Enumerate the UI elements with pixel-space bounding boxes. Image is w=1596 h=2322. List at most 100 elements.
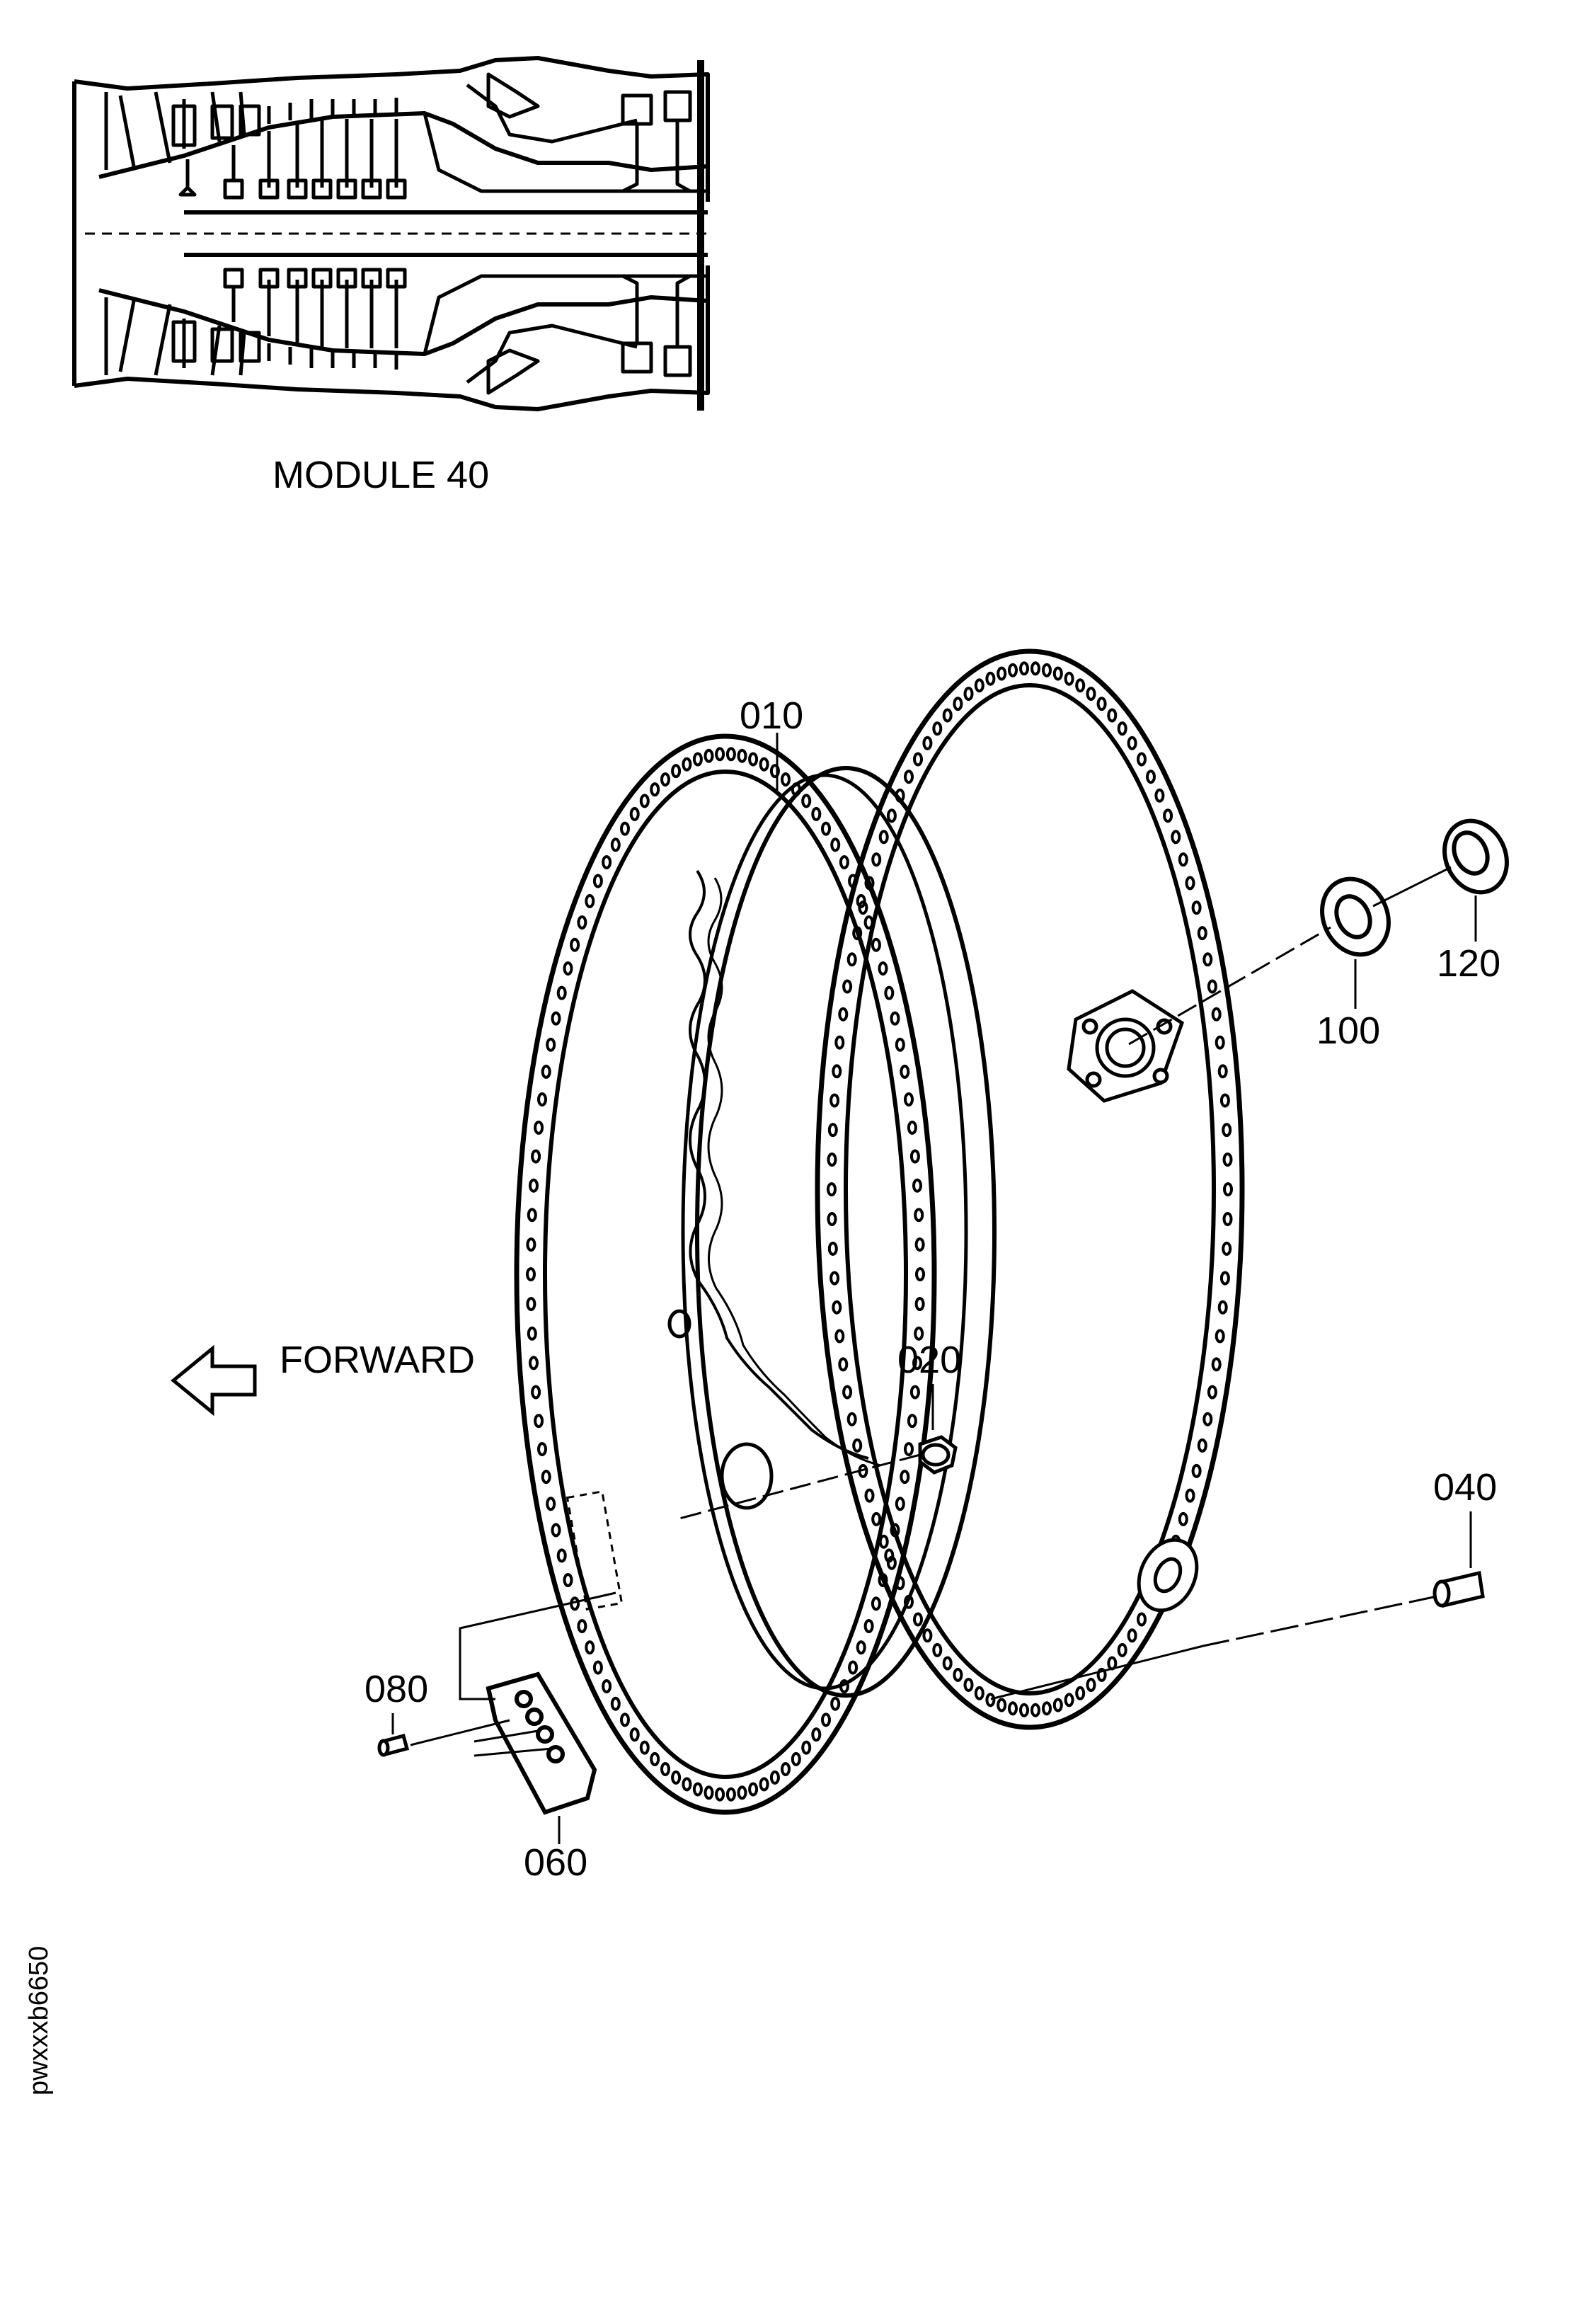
bolt-hole xyxy=(1075,1686,1086,1700)
bolt-hole xyxy=(639,1740,650,1755)
bolt-hole xyxy=(759,757,769,772)
bolt-hole xyxy=(526,1297,536,1311)
bolt-hole xyxy=(769,764,780,779)
bolt-hole xyxy=(1202,952,1213,967)
bolt-hole xyxy=(846,1412,857,1426)
bolt-hole xyxy=(692,752,703,767)
bolt-hole xyxy=(915,1267,925,1281)
bolt-hole xyxy=(830,837,841,852)
bolt-hole xyxy=(1222,1241,1232,1256)
bolt-hole xyxy=(1137,752,1147,767)
bolt-hole xyxy=(769,1770,780,1785)
bolt-hole xyxy=(852,926,863,941)
case-boss-fitting xyxy=(1067,989,1185,1103)
bolt-hole xyxy=(546,1037,556,1052)
bolt-hole xyxy=(1107,708,1118,723)
bolt-hole xyxy=(791,782,801,797)
bolt-hole xyxy=(1211,1007,1222,1022)
bolt-hole xyxy=(650,782,660,797)
bolt-hole xyxy=(1223,1182,1233,1196)
bolt-hole xyxy=(531,1149,541,1164)
bolt-hole xyxy=(1086,1678,1096,1692)
bolt-hole xyxy=(878,1573,888,1587)
bolt-hole xyxy=(838,1357,849,1372)
bolt-hole xyxy=(864,1488,875,1503)
bolt-hole xyxy=(529,1178,539,1193)
bolt-hole xyxy=(660,1762,670,1776)
bolt-hole xyxy=(781,1762,791,1776)
bolt-hole xyxy=(1154,788,1165,803)
bolt-hole xyxy=(671,1770,682,1785)
bolt-hole xyxy=(871,852,882,867)
bolt-hole xyxy=(585,893,595,908)
callout-080: 080 xyxy=(364,1668,429,1710)
bolt-hole xyxy=(1185,1488,1195,1503)
bolt-hole xyxy=(692,1782,703,1797)
bolt-hole xyxy=(878,1534,889,1549)
bolt-hole xyxy=(985,1693,996,1708)
bolt-hole xyxy=(953,697,963,711)
bolt-hole xyxy=(942,708,953,723)
bolt-hole xyxy=(907,1120,917,1135)
bolt-hole xyxy=(863,915,874,930)
bolt-hole xyxy=(900,1064,910,1079)
bolt-hole xyxy=(914,1326,924,1341)
bolt-hole xyxy=(895,1037,905,1052)
bolt-hole xyxy=(974,1686,984,1700)
bolt-hole xyxy=(585,1640,595,1655)
bolt-hole xyxy=(834,1329,845,1344)
bolt-hole xyxy=(801,794,812,808)
callout-020: 020 xyxy=(897,1339,962,1381)
bolt-hole xyxy=(895,788,905,803)
bolt-hole xyxy=(1064,671,1074,686)
bolt-hole xyxy=(1117,721,1127,736)
bolt-hole xyxy=(529,1356,539,1371)
bolt-hole xyxy=(791,1751,801,1766)
bolt-hole xyxy=(725,747,736,762)
bolt-hole xyxy=(546,1497,556,1511)
bolt-hole xyxy=(1171,830,1181,845)
bolt-hole xyxy=(942,1656,953,1671)
bolt-hole xyxy=(1191,1463,1202,1478)
bolt-hole xyxy=(842,979,853,994)
bolt-hole xyxy=(527,1326,537,1341)
bolt-hole xyxy=(1008,663,1018,677)
bolt-hole xyxy=(1019,661,1029,676)
bolt-hole xyxy=(914,1297,925,1311)
bolt-hole xyxy=(827,1182,837,1196)
bolt-hole xyxy=(871,937,881,952)
bolt-hole xyxy=(838,1007,849,1022)
bolt-hole xyxy=(592,1660,603,1675)
bolt-hole xyxy=(932,721,943,736)
bolt-hole xyxy=(827,1241,838,1256)
bolt-hole xyxy=(848,1660,859,1675)
bolt-hole xyxy=(1219,1271,1230,1286)
bolt-hole xyxy=(832,1064,842,1079)
bolt-hole xyxy=(864,876,875,891)
bolt-hole xyxy=(602,1679,612,1693)
bolt-hole xyxy=(725,1787,736,1802)
bolt-hole xyxy=(1086,687,1096,701)
bolt-hole xyxy=(811,1727,822,1742)
bolt-hole xyxy=(577,1619,587,1633)
bolt-hole xyxy=(884,985,895,1000)
front-flange-bolt-holes xyxy=(526,747,925,1802)
bolt-hole xyxy=(1217,1300,1228,1315)
bolt-hole xyxy=(1075,678,1086,693)
bolt-hole xyxy=(1042,1701,1052,1716)
bolt-hole xyxy=(1127,736,1137,750)
bolt-hole xyxy=(974,678,984,693)
bolt-hole xyxy=(1197,926,1207,941)
bolt-hole xyxy=(846,952,857,967)
bolt-hole xyxy=(737,1785,747,1800)
bolt-hole xyxy=(811,806,822,821)
callout-010: 010 xyxy=(740,694,804,737)
callout-060: 060 xyxy=(524,1841,588,1884)
bolt-hole xyxy=(904,770,914,784)
bolt-hole xyxy=(904,1442,914,1456)
bolt-hole xyxy=(620,1712,630,1727)
bolt-hole xyxy=(895,1497,905,1511)
bolt-hole xyxy=(871,1596,881,1611)
bolt-hole xyxy=(953,1667,963,1682)
bolt-hole xyxy=(1207,979,1217,994)
